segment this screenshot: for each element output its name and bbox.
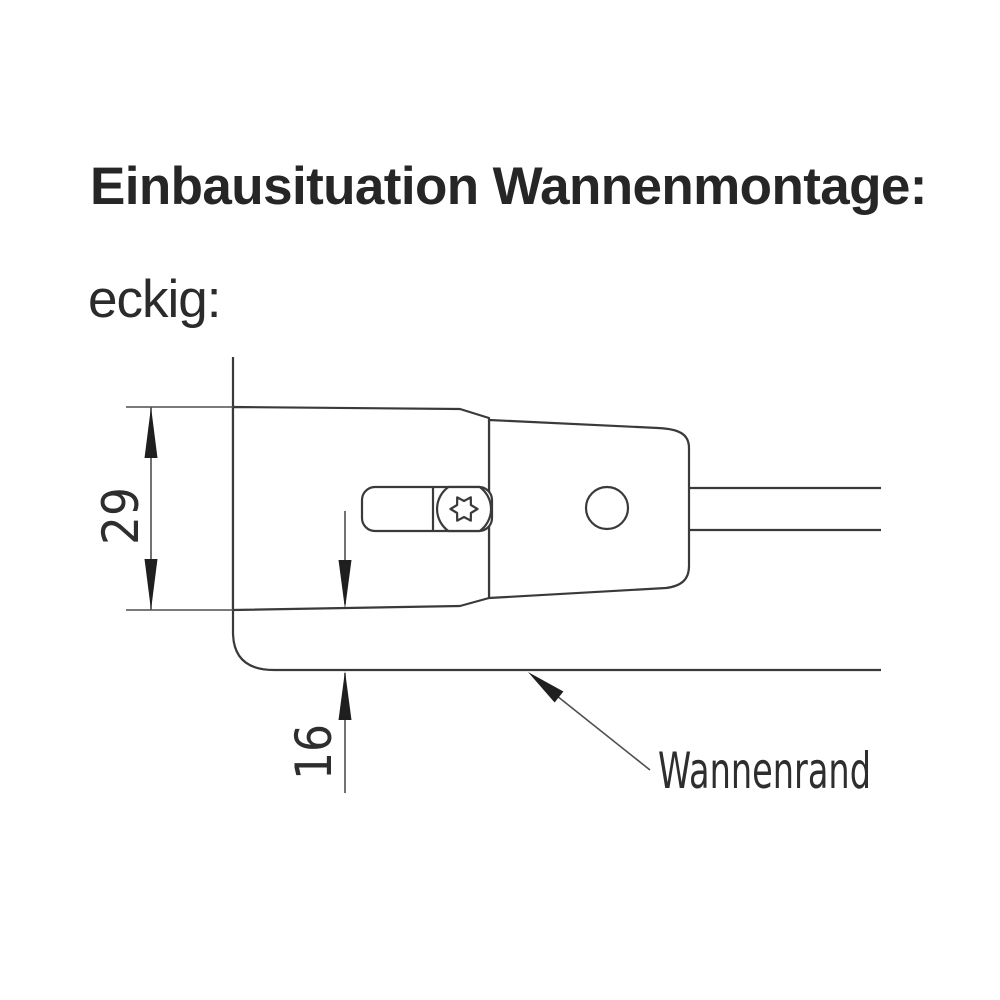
leader-line [551, 691, 651, 771]
leader-arrow-icon [528, 672, 564, 703]
dimension-arrow-down-icon [338, 560, 352, 609]
dimension-arrow-up-icon [338, 671, 352, 720]
tub-edge-label: Wannenrand [658, 742, 871, 800]
dimension-tub-offset: 16 [285, 511, 352, 793]
page-title: Einbausituation Wannenmontage: [90, 157, 927, 216]
tub-edge-callout: Wannenrand [528, 672, 871, 800]
dimension-profile-height: 29 [92, 406, 233, 611]
dimension-value-16: 16 [285, 724, 343, 780]
tub-outline [231, 357, 881, 672]
torx-screw-icon [449, 496, 479, 522]
dimension-arrow-up-icon [144, 407, 158, 458]
glass-panel-lines [689, 486, 881, 532]
variant-label: eckig: [88, 270, 221, 329]
dimension-value-29: 29 [92, 487, 150, 545]
clamp-arm-hole [584, 485, 630, 531]
dimension-arrow-down-icon [144, 559, 158, 610]
